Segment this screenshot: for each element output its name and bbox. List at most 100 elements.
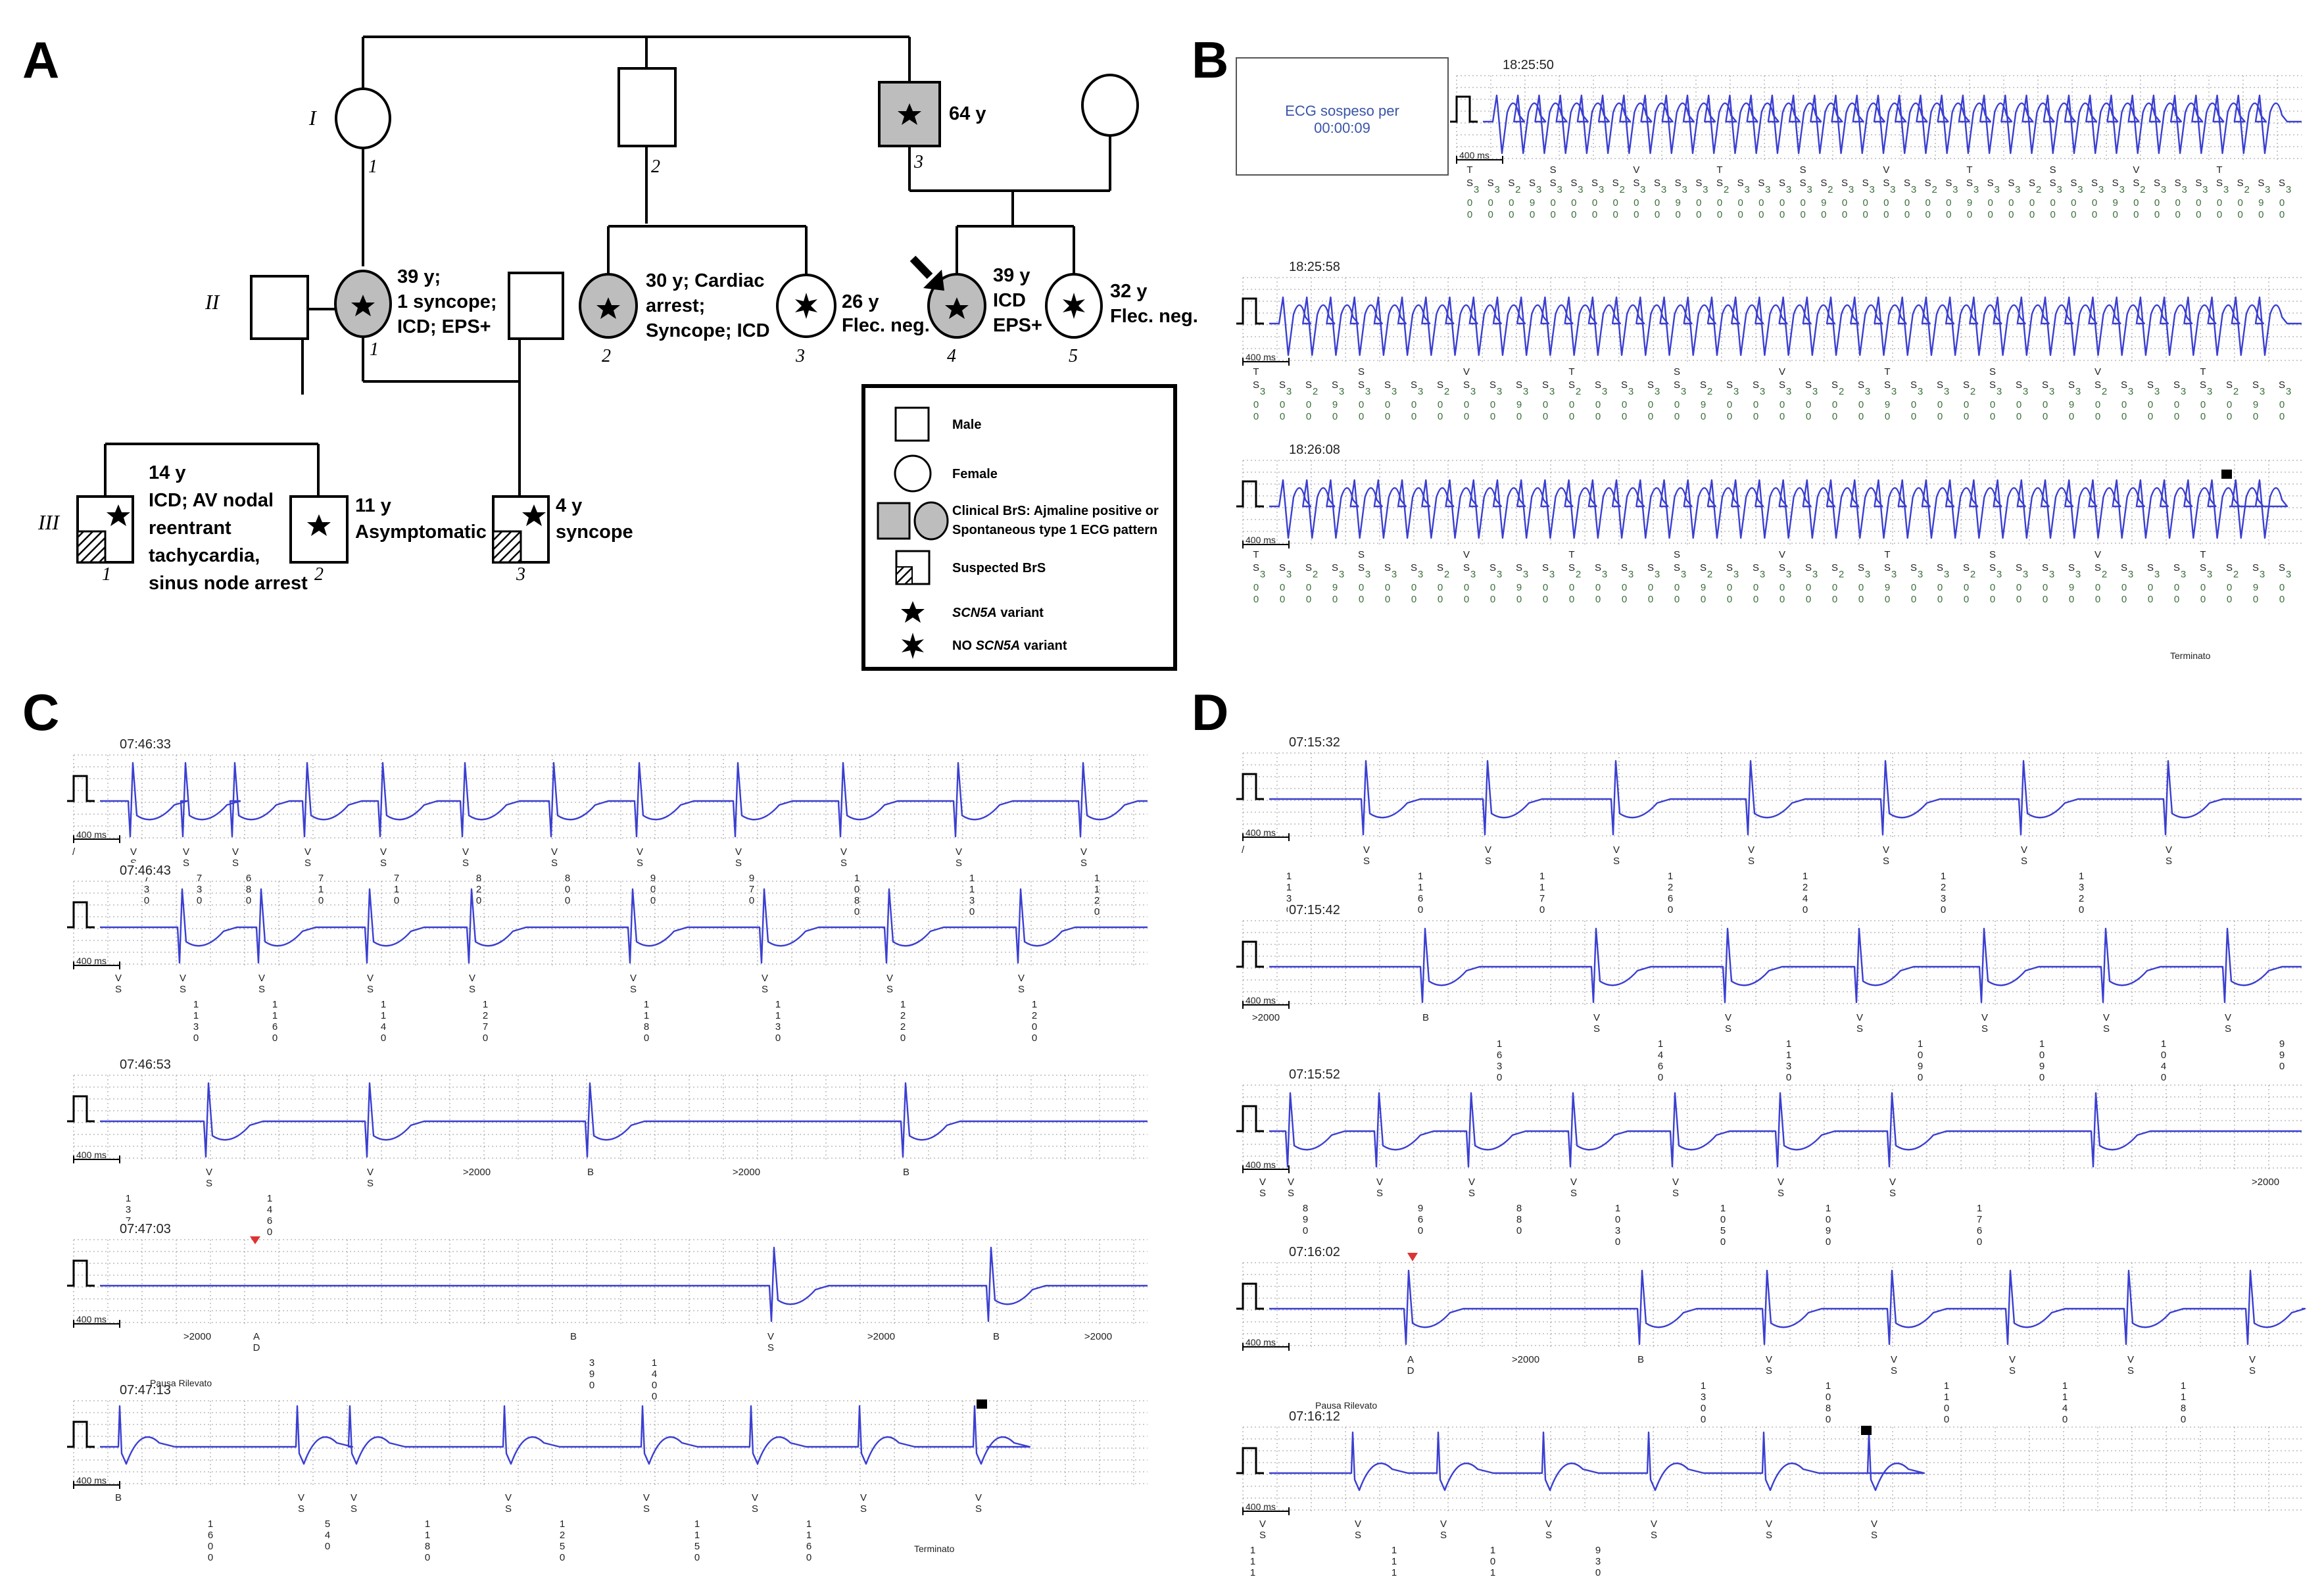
event-marker: 0 xyxy=(2237,197,2242,208)
individual-annotation: sinus node arrest xyxy=(149,573,308,594)
time-scale-label: 400 ms xyxy=(1246,827,1276,838)
event-marker: 0 xyxy=(1753,582,1758,593)
interval-value: 1 xyxy=(425,1530,430,1541)
event-marker: 0 xyxy=(2148,399,2153,410)
event-marker: 3 xyxy=(2049,569,2054,580)
individual-annotation: ICD xyxy=(993,290,1026,311)
interval-value: 3 xyxy=(775,1021,781,1032)
interval-value: 8 xyxy=(1516,1214,1522,1225)
event-marker: 3 xyxy=(1786,386,1791,397)
interval-value: 2 xyxy=(900,1010,906,1021)
event-marker: S xyxy=(1963,562,1970,573)
event-marker: V xyxy=(1463,549,1470,560)
event-marker: 3 xyxy=(1286,569,1292,580)
event-marker: V xyxy=(2249,1354,2256,1365)
interval-value: 0 xyxy=(1977,1236,1982,1248)
event-marker: 0 xyxy=(1821,209,1826,220)
event-marker: V xyxy=(975,1492,982,1503)
event-marker: 0 xyxy=(1696,197,1701,208)
event-marker: S xyxy=(1621,562,1628,573)
event-marker: 3 xyxy=(1891,569,1897,580)
event-marker: S xyxy=(1675,178,1682,189)
event-marker: 0 xyxy=(1925,197,1930,208)
event-marker: S xyxy=(2252,562,2259,573)
interval-value: 0 xyxy=(267,1227,272,1238)
interval-value: 1 xyxy=(694,1518,700,1530)
event-marker: 0 xyxy=(1674,399,1680,410)
event-marker: S xyxy=(2133,178,2139,189)
event-marker: 0 xyxy=(1464,411,1469,422)
interval-value: 0 xyxy=(806,1552,811,1563)
event-marker: S xyxy=(1674,562,1680,573)
event-marker: 0 xyxy=(1911,399,1916,410)
interval-value: 1 xyxy=(1977,1203,1982,1214)
event-marker: 0 xyxy=(1675,209,1680,220)
event-marker: S xyxy=(1440,1530,1447,1541)
event-marker: V xyxy=(1778,1177,1784,1188)
event-marker: S xyxy=(1891,1365,1897,1376)
event-marker: 2 xyxy=(1707,386,1712,397)
event-marker: 0 xyxy=(1490,399,1495,410)
event-marker: S xyxy=(2016,562,2022,573)
event-marker: 0 xyxy=(2071,209,2076,220)
ecg-grid xyxy=(73,1400,1148,1486)
event-marker: 0 xyxy=(1727,399,1732,410)
event-marker: S xyxy=(206,1178,212,1189)
event-marker: S xyxy=(1674,366,1680,377)
event-marker: S xyxy=(2029,178,2035,189)
event-marker: 3 xyxy=(2128,569,2133,580)
event-marker: S xyxy=(1651,1530,1657,1541)
interval-value: 1 xyxy=(806,1518,811,1530)
event-marker: 0 xyxy=(2279,582,2285,593)
ecg-grid xyxy=(1242,1084,2302,1171)
event-marker: V xyxy=(860,1492,867,1503)
event-marker: V xyxy=(1766,1518,1772,1530)
event-marker: V xyxy=(840,846,847,858)
event-marker: 3 xyxy=(2161,184,2166,195)
event-marker: V xyxy=(1545,1518,1552,1530)
event-marker: 2 xyxy=(1839,569,1844,580)
interval-value: 1 xyxy=(644,1010,649,1021)
event-marker: 0 xyxy=(1946,197,1951,208)
event-marker: 0 xyxy=(1964,582,1969,593)
interval-value: 0 xyxy=(1615,1214,1620,1225)
event-marker: S xyxy=(2173,379,2180,391)
timestamp-background xyxy=(1288,735,1332,749)
interval-long: >2000 xyxy=(1084,1331,1112,1342)
event-marker: 0 xyxy=(1883,197,1889,208)
event-marker: 0 xyxy=(2092,197,2097,208)
event-marker: 0 xyxy=(1779,411,1785,422)
event-marker: S xyxy=(1080,858,1087,869)
interval-value: 2 xyxy=(2079,893,2084,904)
event-marker: 3 xyxy=(1681,386,1686,397)
interval-value: 0 xyxy=(272,1032,278,1044)
event-marker: S xyxy=(1858,562,1864,573)
event-marker: 0 xyxy=(2174,582,2179,593)
event-marker: S xyxy=(1841,178,1848,189)
female-symbol xyxy=(335,87,391,149)
event-marker: S xyxy=(762,984,768,995)
event-marker: 2 xyxy=(2102,386,2107,397)
event-marker: V xyxy=(232,846,239,858)
event-marker: 0 xyxy=(2029,197,2035,208)
event-marker: T xyxy=(1884,366,1890,377)
event-marker: 2 xyxy=(1724,184,1729,195)
event-marker: 0 xyxy=(1306,399,1311,410)
interval-value: 9 xyxy=(1303,1214,1308,1225)
event-marker: 0 xyxy=(2237,209,2242,220)
interval-value: 1 xyxy=(1803,871,1808,882)
interval-value: 1 xyxy=(1250,1556,1255,1567)
event-marker: S xyxy=(1411,562,1417,573)
event-marker: 3 xyxy=(1918,569,1923,580)
event-marker: 3 xyxy=(1765,184,1770,195)
event-marker: V xyxy=(351,1492,357,1503)
event-marker: S xyxy=(1862,178,1869,189)
event-marker: 0 xyxy=(1911,582,1916,593)
event-marker: 0 xyxy=(1655,209,1660,220)
event-marker: B xyxy=(1637,1354,1644,1365)
event-marker: S xyxy=(1989,379,1996,391)
interval-value: 6 xyxy=(1977,1225,1982,1236)
interval-value: 1 xyxy=(2079,871,2084,882)
